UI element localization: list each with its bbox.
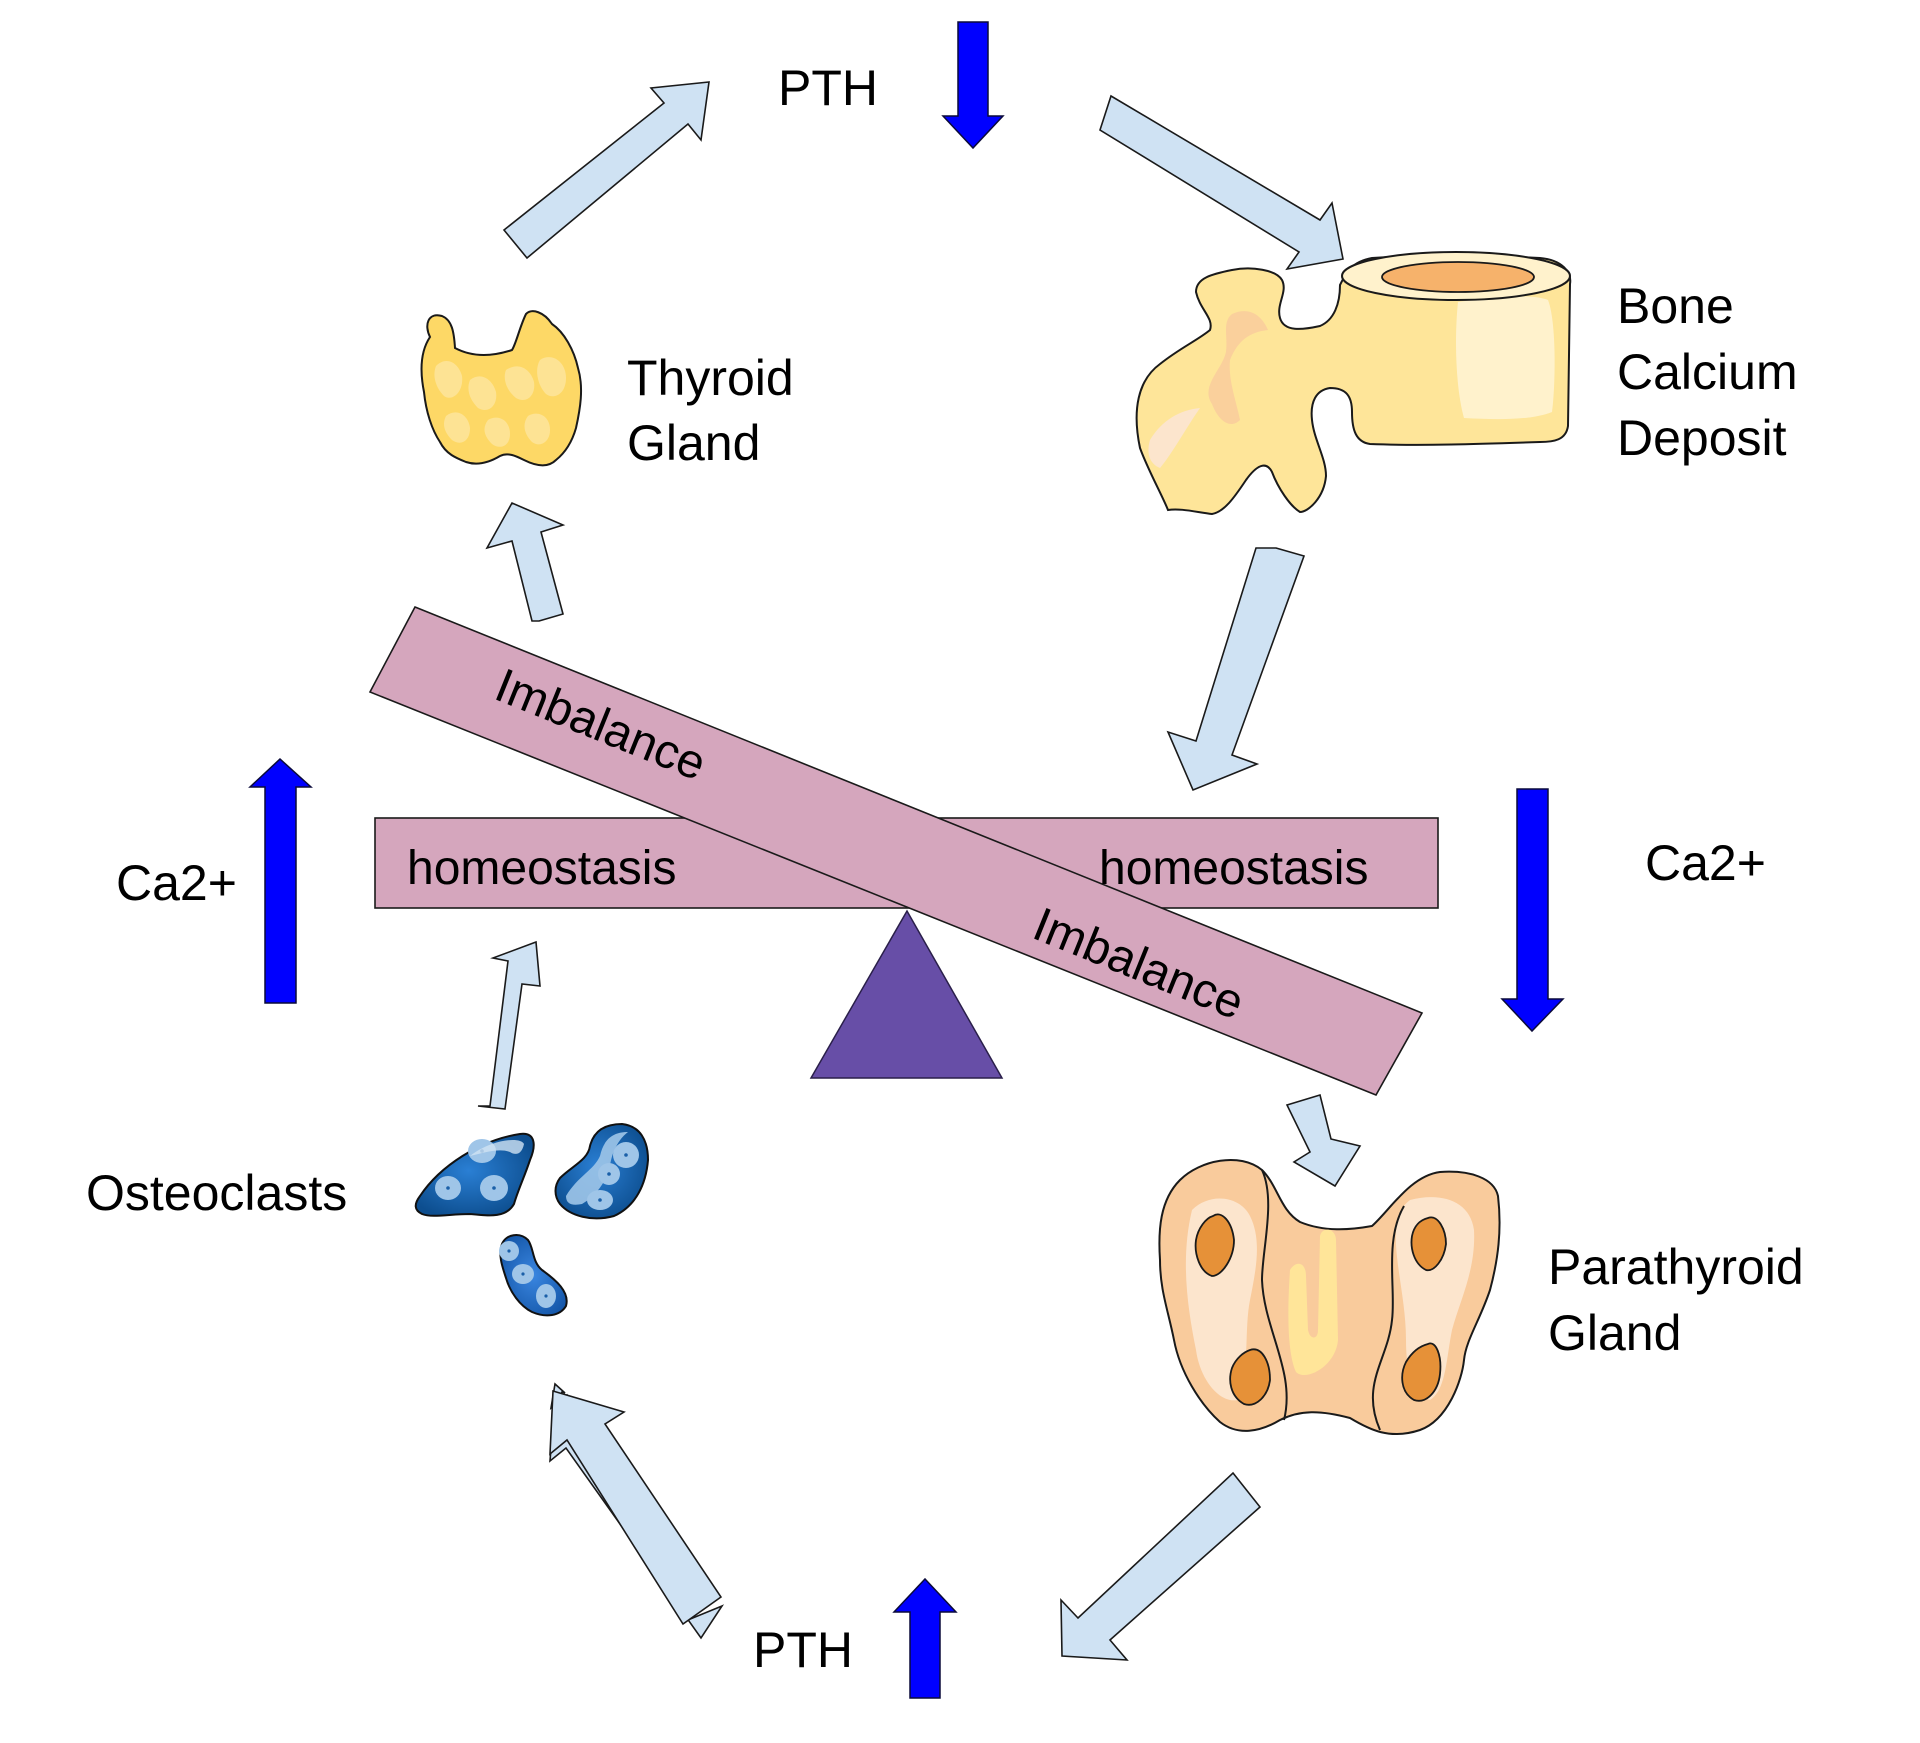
homeostasis-left-label: homeostasis [407, 842, 676, 895]
pth-top-label: PTH [778, 60, 878, 116]
ca-right-label: Ca2+ [1645, 835, 1766, 891]
pth-bottom-label: PTH [753, 1622, 853, 1678]
ca-left-label: Ca2+ [116, 855, 237, 911]
thyroid-label-line1: Thyroid [627, 350, 794, 406]
osteoclasts-icon [414, 1122, 650, 1317]
parathyroid-label-line1: Parathyroid [1548, 1239, 1804, 1295]
homeostasis-right-label: homeostasis [1099, 842, 1368, 895]
flow-arrow-imbalance-to-thyroid [485, 501, 566, 622]
pth-increase-arrow-icon [892, 1577, 958, 1699]
flow-arrow-osteoclasts-to-homeostasis [477, 940, 541, 1110]
flow-arrow-imbalance-to-parathyroid [1285, 1093, 1362, 1188]
ca-increase-arrow-icon [248, 757, 313, 1004]
bone-label-line3: Deposit [1617, 410, 1787, 466]
pth-decrease-arrow-icon [941, 21, 1005, 150]
ca-decrease-arrow-icon [1500, 788, 1565, 1033]
flow-arrow-pth-to-bone [1099, 94, 1344, 271]
parathyroid-gland-icon [1158, 1158, 1501, 1435]
bone-label-line2: Calcium [1617, 344, 1798, 400]
flow-arrow-thyroid-to-pth [502, 81, 710, 260]
parathyroid-label-line2: Gland [1548, 1305, 1681, 1361]
bone-label-line1: Bone [1617, 278, 1734, 334]
imbalance-beam [368, 605, 1424, 1097]
flow-arrow-parathyroid-to-pth [1060, 1471, 1262, 1661]
thyroid-label-line2: Gland [627, 415, 760, 471]
flow-arrow-pth-to-osteoclasts-clean [549, 1389, 723, 1626]
flow-arrow-bone-to-homeostasis [1166, 547, 1306, 792]
thyroid-gland-icon [420, 310, 583, 467]
fulcrum-triangle [809, 909, 1004, 1079]
bone-vertebra-icon [1135, 251, 1572, 516]
osteoclasts-label: Osteoclasts [86, 1165, 347, 1221]
